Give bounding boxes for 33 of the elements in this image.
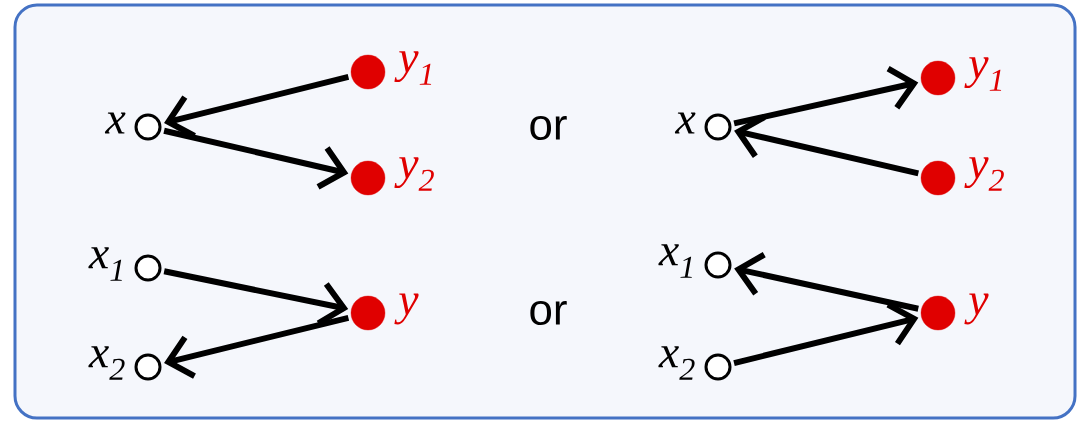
point: y: [920, 293, 989, 331]
arrow: [734, 114, 919, 177]
node-label: x$_{1}$: [658, 244, 692, 278]
point: y$_{1}$: [920, 57, 1002, 96]
node-label: y: [964, 293, 989, 325]
node-label: x$_{2}$: [88, 346, 125, 380]
node-label: x$_{1}$: [88, 247, 122, 281]
or-label: or: [530, 116, 567, 140]
or-label: or: [530, 301, 567, 325]
node-label: x: [674, 112, 696, 134]
point: y$_{2}$: [920, 157, 1004, 196]
node-label: y$_{2}$: [964, 157, 1004, 191]
node-label: x: [104, 112, 126, 134]
arrow: [734, 252, 919, 312]
frame-box: [13, 3, 1077, 420]
point: y$_{2}$: [350, 157, 434, 196]
point: x: [104, 112, 162, 141]
point: x$_{2}$: [88, 346, 162, 381]
point: x: [674, 112, 732, 141]
node-label: y$_{2}$: [394, 157, 434, 191]
node-label: y$_{1}$: [394, 51, 432, 85]
point: x$_{2}$: [658, 346, 732, 381]
arrow: [733, 66, 919, 127]
arrow: [163, 127, 349, 190]
point: y: [350, 293, 419, 331]
arrow: [164, 314, 350, 379]
point: x$_{1}$: [658, 244, 732, 279]
node-label: y$_{1}$: [964, 57, 1002, 91]
node-label: x$_{2}$: [658, 346, 695, 380]
arrow: [733, 302, 919, 366]
node-label: y: [394, 293, 419, 325]
point: y$_{1}$: [350, 51, 432, 90]
point: x$_{1}$: [88, 247, 162, 282]
